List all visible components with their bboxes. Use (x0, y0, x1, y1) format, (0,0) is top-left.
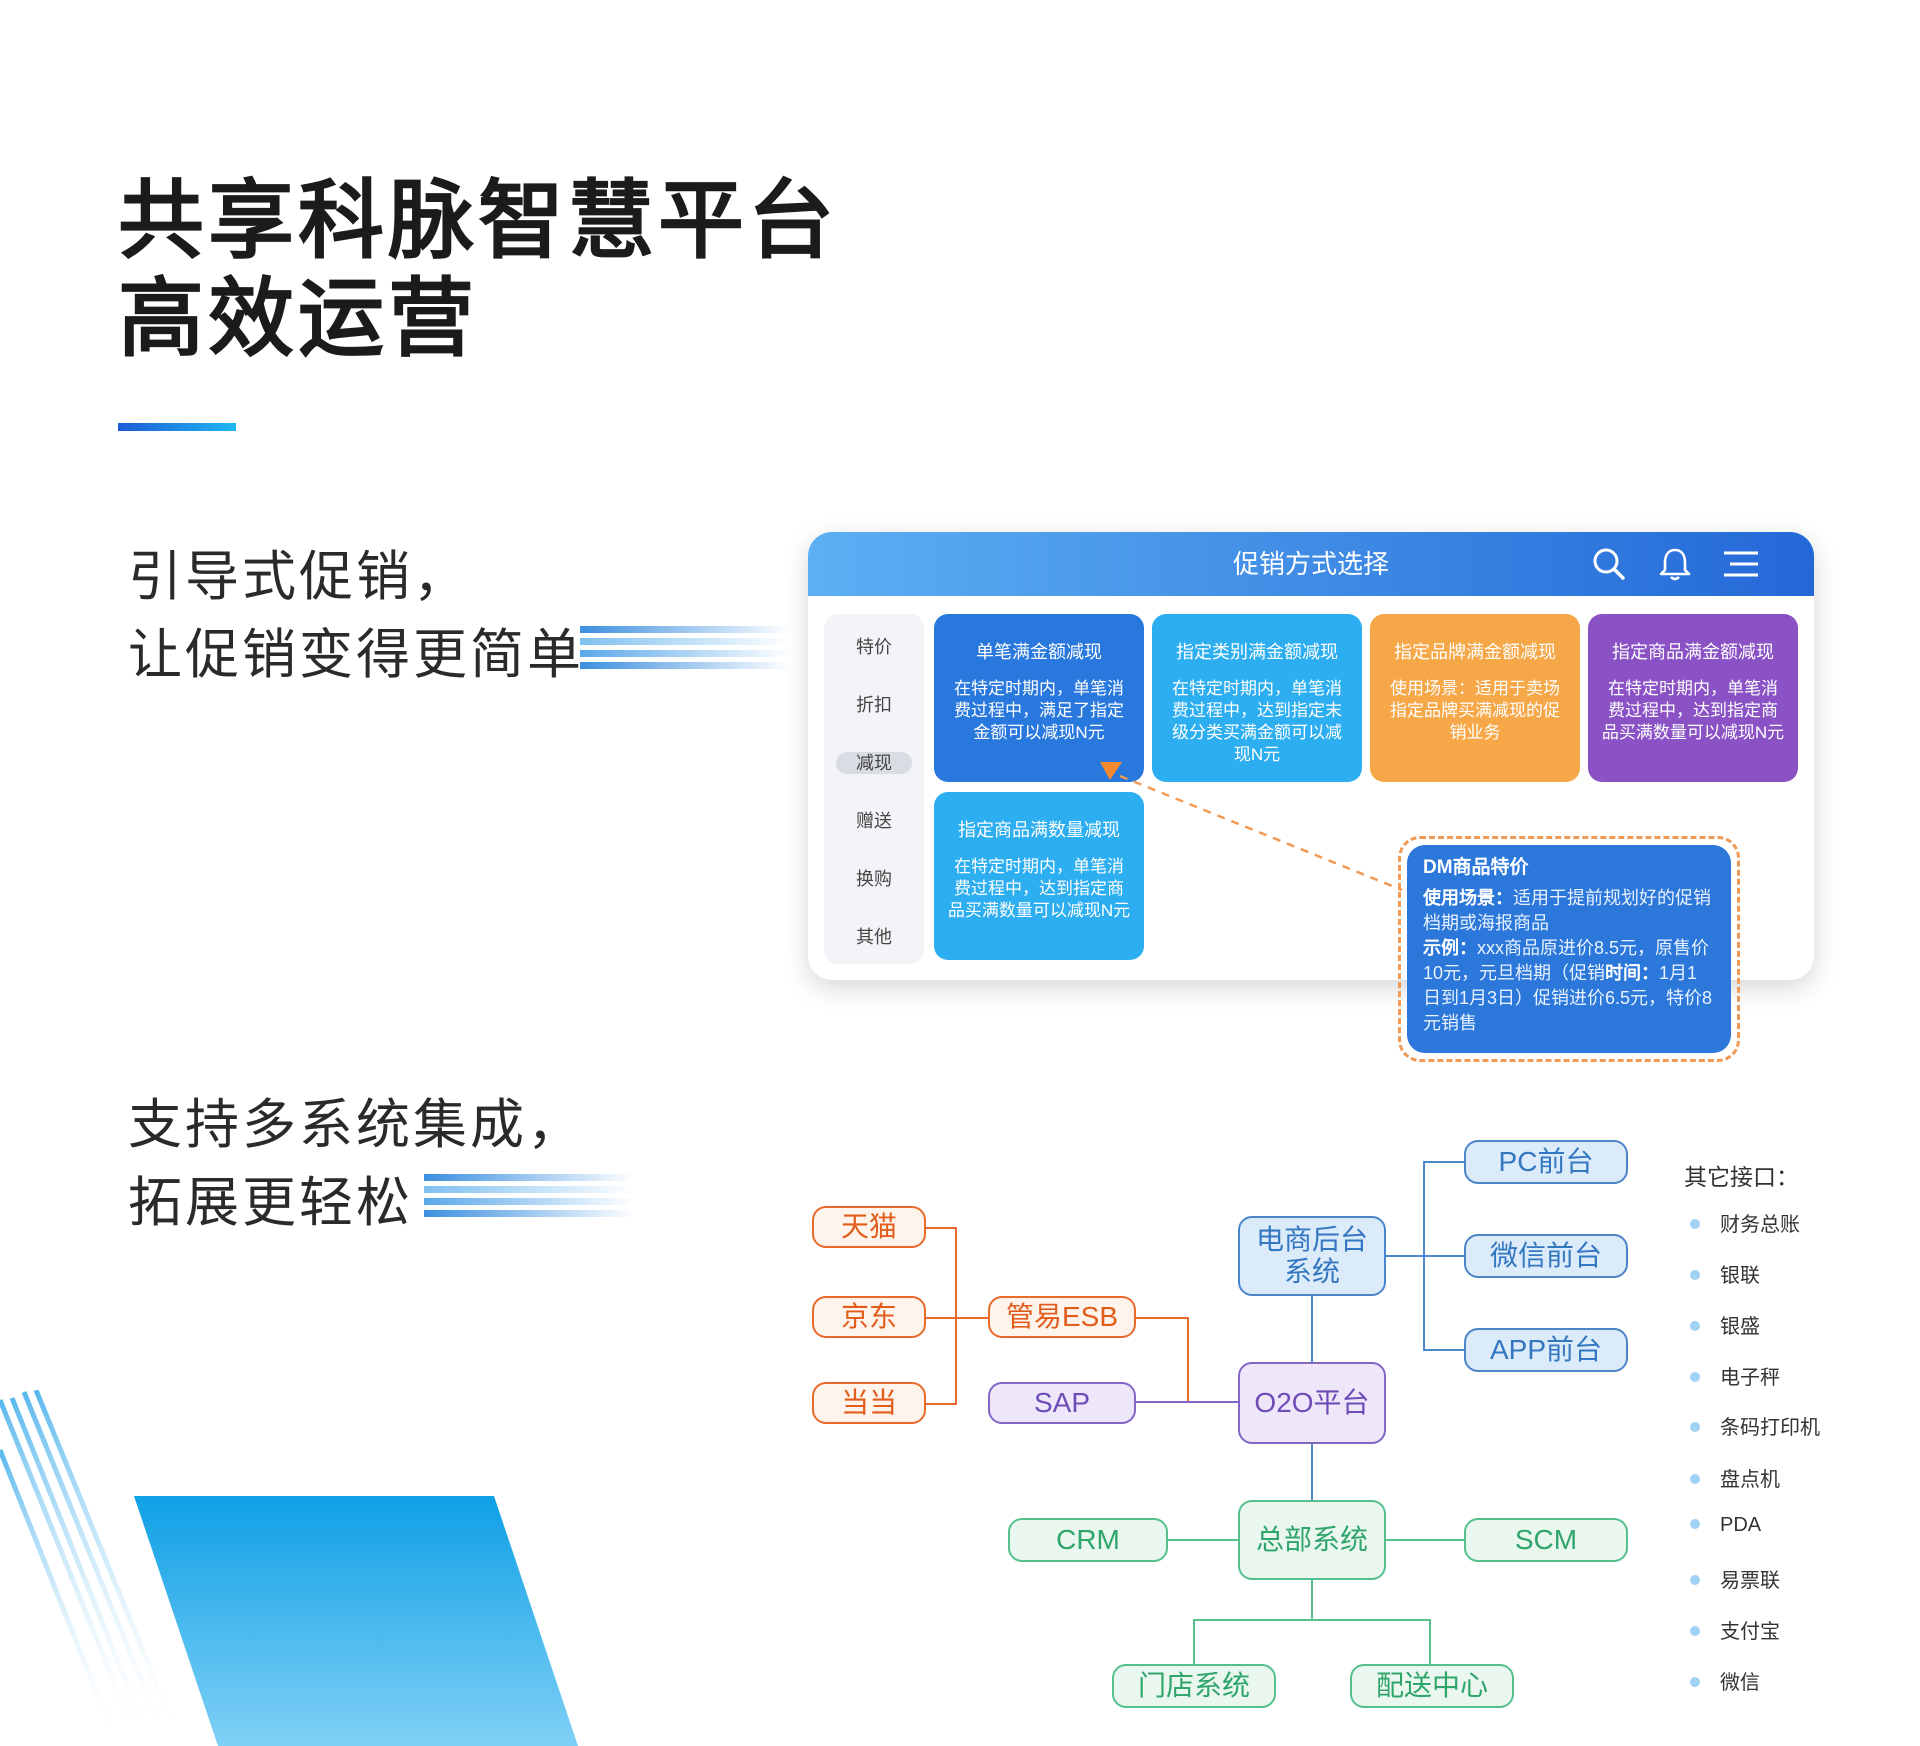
interface-item: 电子秤 (1690, 1361, 1780, 1390)
tile-desc: 在特定时期内，单笔消费过程中，满足了指定金额可以减现N元 (954, 679, 1124, 742)
sidebar-item-cash-reduction[interactable]: 减现 (824, 748, 924, 778)
decorative-stripes (0, 1390, 578, 1746)
tile-title: 指定品牌满金额减现 (1394, 642, 1556, 662)
popup-connector (1100, 762, 1403, 892)
bullet-dot-icon (1690, 1518, 1700, 1529)
example-text-2: 1月1日到1月3日）促销进价6.5元，特价8元销售 (1423, 963, 1713, 1033)
bullet-dot-icon (1690, 1676, 1700, 1687)
interface-item: 支付宝 (1690, 1615, 1780, 1644)
tile-product-quantity-reduction[interactable]: 指定商品满数量减现 在特定时期内，单笔消费过程中，达到指定商品买满数量可以减现N… (934, 792, 1144, 960)
node-scm: SCM (1464, 1518, 1628, 1562)
promo-type-sidebar: 特价 折扣 减现 赠送 换购 其他 (824, 614, 924, 964)
node-pc-frontend: PC前台 (1464, 1140, 1628, 1184)
node-guanyi-esb: 管易ESB (988, 1296, 1136, 1338)
sidebar-item-discount[interactable]: 折扣 (856, 695, 892, 715)
node-jd: 京东 (812, 1296, 926, 1338)
tile-title: 指定商品满金额减现 (1612, 642, 1774, 662)
page-title: 共享科脉智慧平台 高效运营 (118, 172, 838, 368)
interface-item: 银盛 (1690, 1310, 1760, 1339)
node-ecommerce-backend: 电商后台 系统 (1238, 1216, 1386, 1296)
node-dangdang: 当当 (812, 1382, 926, 1424)
tile-desc: 在特定时期内，单笔消费过程中，达到指定商品买满数量可以减现N元 (947, 857, 1131, 920)
tile-desc: 在特定时期内，单笔消费过程中，达到指定商品买满数量可以减现N元 (1601, 679, 1785, 742)
tile-title: 指定商品满数量减现 (958, 820, 1120, 840)
sidebar-item-other[interactable]: 其他 (856, 927, 892, 947)
tile-desc: 在特定时期内，单笔消费过程中，达到指定末级分类买满金额可以减现N元 (1172, 679, 1342, 764)
section2-stripes (424, 1174, 634, 1222)
card-title: 促销方式选择 (1232, 549, 1389, 579)
node-ecommerce-line1: 电商后台 (1255, 1224, 1368, 1255)
node-o2o-platform: O2O平台 (1238, 1362, 1386, 1444)
menu-icon[interactable] (1722, 546, 1760, 582)
node-wechat-frontend: 微信前台 (1464, 1234, 1628, 1278)
interface-item: 易票联 (1690, 1564, 1780, 1593)
bullet-dot-icon (1690, 1473, 1700, 1484)
example-text-1: xxx商品原进价8.5元，原售价10元，元旦档期（促销 (1423, 938, 1710, 983)
tile-single-amount-reduction[interactable]: 单笔满金额减现 在特定时期内，单笔消费过程中，满足了指定金额可以减现N元 (934, 614, 1144, 782)
title-line-1: 共享科脉智慧平台 (118, 173, 838, 269)
node-app-frontend: APP前台 (1464, 1328, 1628, 1372)
interface-item: 财务总账 (1690, 1208, 1800, 1237)
node-distribution-center: 配送中心 (1350, 1664, 1514, 1708)
interface-item: 条码打印机 (1690, 1411, 1820, 1440)
node-crm: CRM (1008, 1518, 1168, 1562)
tile-desc: 使用场景：适用于卖场指定品牌买满减现的促销业务 (1390, 679, 1560, 742)
interface-item: 微信 (1690, 1666, 1760, 1695)
tile-product-amount-reduction[interactable]: 指定商品满金额减现 在特定时期内，单笔消费过程中，达到指定商品买满数量可以减现N… (1588, 614, 1798, 782)
tile-brand-amount-reduction[interactable]: 指定品牌满金额减现 使用场景：适用于卖场指定品牌买满减现的促销业务 (1370, 614, 1580, 782)
bullet-dot-icon (1690, 1320, 1700, 1331)
bullet-dot-icon (1690, 1421, 1700, 1432)
scene-text: 适用于提前规划好的促销档期或海报商品 (1423, 888, 1711, 933)
title-line-2: 高效运营 (118, 271, 478, 367)
bullet-dot-icon (1690, 1574, 1700, 1585)
node-tmall: 天猫 (812, 1206, 926, 1248)
node-hq-system: 总部系统 (1238, 1500, 1386, 1580)
interface-item: PDA (1690, 1514, 1761, 1537)
node-store-system: 门店系统 (1112, 1664, 1276, 1708)
dm-special-price-popup: DM商品特价 使用场景：适用于提前规划好的促销档期或海报商品 示例：xxx商品原… (1398, 836, 1740, 1062)
bell-icon[interactable] (1656, 546, 1694, 582)
scene-label: 使用场景： (1423, 888, 1513, 908)
interface-item: 银联 (1690, 1259, 1760, 1288)
bullet-dot-icon (1690, 1218, 1700, 1229)
section2-line1: 支持多系统集成， (128, 1095, 584, 1155)
section1-line2: 让促销变得更简单 (128, 625, 584, 685)
sidebar-item-exchange[interactable]: 换购 (856, 869, 892, 889)
tile-category-amount-reduction[interactable]: 指定类别满金额减现 在特定时期内，单笔消费过程中，达到指定末级分类买满金额可以减… (1152, 614, 1362, 782)
node-sap: SAP (988, 1382, 1136, 1424)
section1-line1: 引导式促销， (128, 547, 470, 607)
tile-title: 单笔满金额减现 (976, 642, 1102, 662)
search-icon[interactable] (1590, 546, 1628, 582)
sidebar-item-gift[interactable]: 赠送 (856, 811, 892, 831)
other-interfaces-title: 其它接口： (1684, 1164, 1799, 1190)
time-label: 时间： (1605, 963, 1660, 983)
popup-title: DM商品特价 (1423, 857, 1529, 878)
example-label: 示例： (1423, 938, 1477, 958)
section2-slogan: 支持多系统集成， 拓展更轻松 (128, 1086, 584, 1242)
popup-text: 使用场景：适用于提前规划好的促销档期或海报商品 示例：xxx商品原进价8.5元，… (1423, 886, 1715, 1036)
bullet-dot-icon (1690, 1625, 1700, 1636)
tile-title: 指定类别满金额减现 (1176, 642, 1338, 662)
sidebar-item-special-price[interactable]: 特价 (856, 637, 892, 657)
section1-slogan: 引导式促销， 让促销变得更简单 (128, 538, 584, 694)
title-underline (118, 423, 236, 431)
bullet-dot-icon (1690, 1371, 1700, 1382)
popup-body: DM商品特价 使用场景：适用于提前规划好的促销档期或海报商品 示例：xxx商品原… (1407, 845, 1731, 1053)
card-header: 促销方式选择 (808, 532, 1814, 596)
node-ecommerce-line2: 系统 (1283, 1256, 1340, 1287)
section2-line2: 拓展更轻松 (128, 1173, 413, 1233)
section1-stripes (580, 626, 790, 674)
bullet-dot-icon (1690, 1269, 1700, 1280)
interface-item: 盘点机 (1690, 1463, 1780, 1492)
